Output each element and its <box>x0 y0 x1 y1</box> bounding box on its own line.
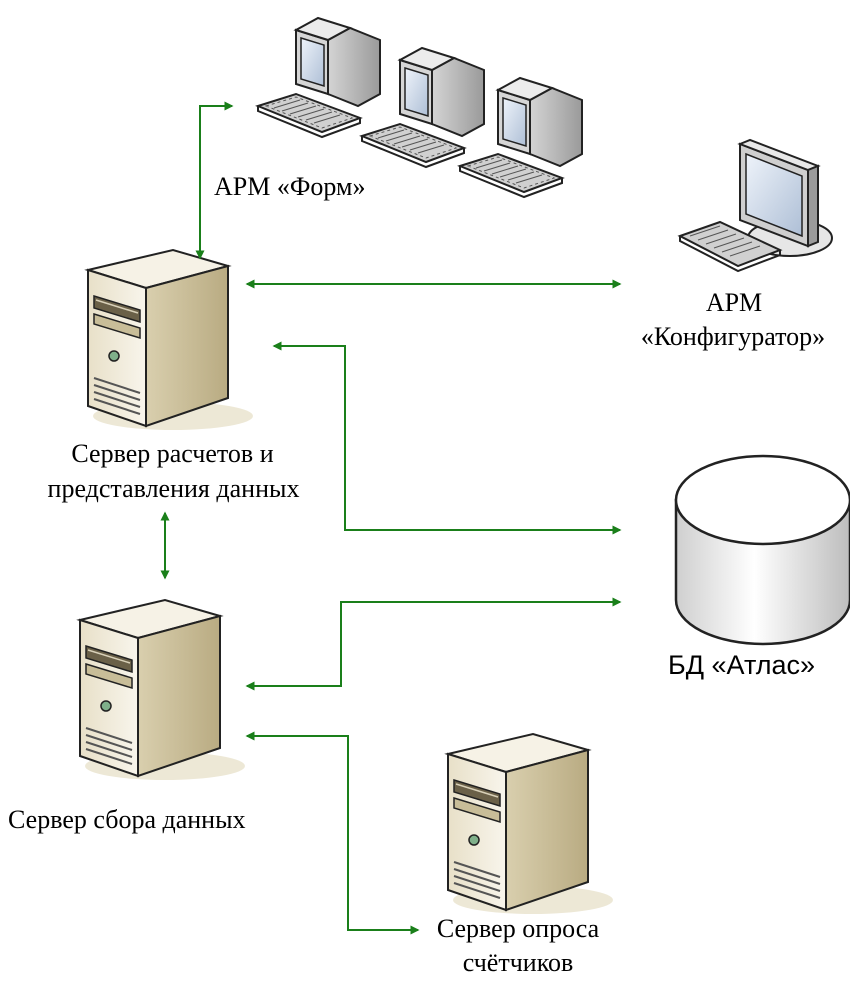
arm-config-label-line2: «Конфигуратор» <box>640 322 826 351</box>
collect-server-icon <box>79 599 246 781</box>
connector-arm-form-calc-server <box>195 101 234 260</box>
arm-config-workstation <box>677 138 833 273</box>
poll-server-label-line1: Сервер опроса <box>436 914 600 943</box>
poll-server-label-line2: счётчиков <box>462 948 574 977</box>
calc-server-label-line2: представления данных <box>47 474 300 503</box>
poll-server-icon <box>447 733 614 915</box>
connector-collect-poll-server <box>245 731 420 935</box>
database-icon <box>674 454 850 646</box>
calc-server-label-line1: Сервер расчетов и <box>71 439 274 468</box>
calc-server-icon <box>87 249 254 431</box>
database-label: БД «Атлас» <box>668 650 815 680</box>
arm-form-workstation-1 <box>257 17 381 138</box>
arm-form-label: АРМ «Форм» <box>214 172 366 201</box>
arm-config-label-line1: АРМ <box>705 288 763 317</box>
collect-server-label: Сервер сбора данных <box>8 805 246 834</box>
connector-calc-server-database <box>272 341 622 535</box>
connector-collect-server-database <box>245 597 622 691</box>
